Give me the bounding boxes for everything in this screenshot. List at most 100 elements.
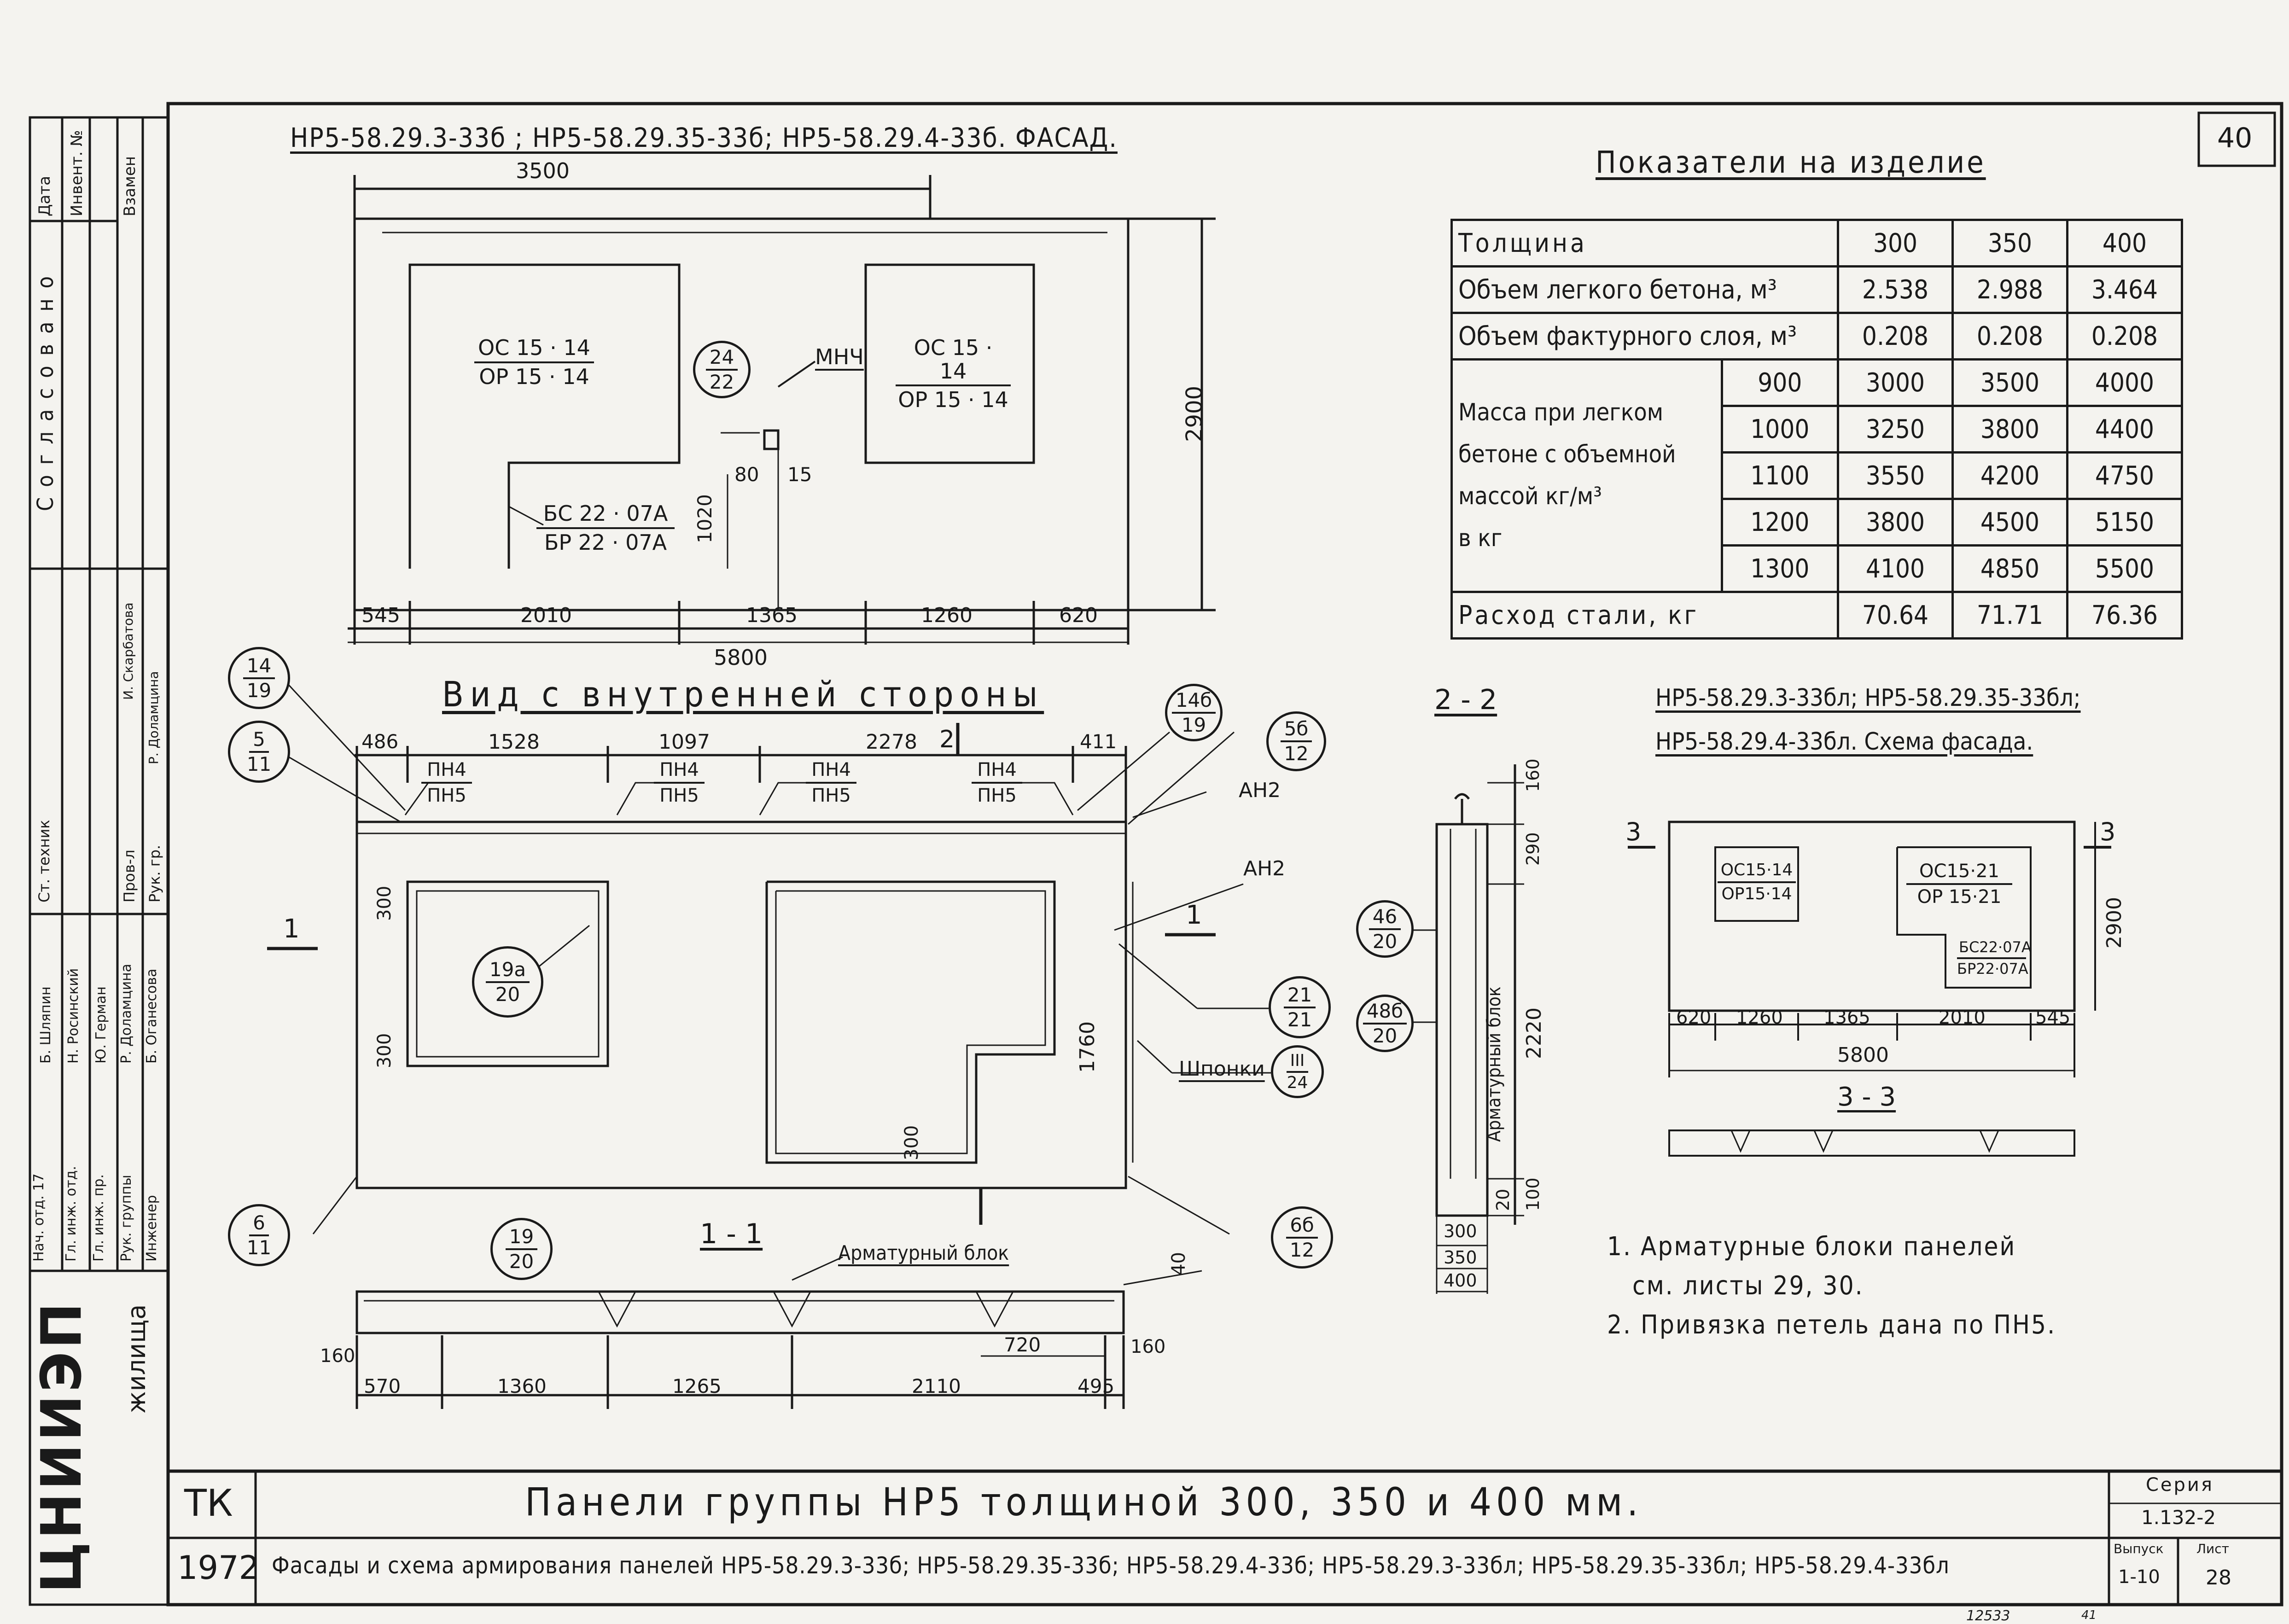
spec-cell: 2.538	[1837, 265, 1954, 314]
section11-dim-570: 570	[364, 1375, 401, 1397]
spec-cell: 0.208	[1837, 312, 1954, 361]
facade-outline	[353, 217, 1130, 611]
section22-thickness-300: 300	[1444, 1221, 1477, 1241]
sheet-number: 40	[2217, 122, 2253, 154]
spec-title: Показатели на изделие	[1596, 145, 1986, 180]
inner-shponki-label: Шпонки	[1179, 1057, 1265, 1081]
sidebar-middle-name-1: И. Скарбатова	[121, 602, 136, 700]
section22-outline	[1435, 823, 1489, 1217]
spec-cell: 0.208	[2066, 312, 2183, 361]
sidebar-name-4: Р. Доламцина	[118, 963, 134, 1064]
scheme-dim-total: 5800	[1837, 1043, 1889, 1067]
spec-density: 1000	[1720, 405, 1840, 454]
section11-dim-720: 720	[1004, 1333, 1041, 1356]
spec-cell: 4400	[2066, 405, 2183, 454]
titleblock-subtitle: Фасады и схема армирования панелей НР5-5…	[272, 1552, 1950, 1579]
section11-dim-1265: 1265	[672, 1375, 722, 1397]
facade-dim-height: 2900	[1182, 385, 1207, 442]
facade-dim-620: 620	[1059, 604, 1098, 627]
titleblock-issue: 1-10	[2118, 1566, 2160, 1588]
inner-an2-mid: АН2	[1243, 857, 1286, 880]
facade-dim-2010: 2010	[520, 604, 572, 627]
spec-cell: 5500	[2066, 544, 2183, 593]
section22-thickness-400: 400	[1444, 1270, 1477, 1291]
scheme-outline	[1668, 821, 2076, 1012]
titleblock-year: 1972	[177, 1549, 260, 1587]
inner-dim-2278: 2278	[866, 730, 917, 754]
spec-cell: 0.208	[1951, 312, 2068, 361]
section22-dim-20: 20	[1493, 1188, 1513, 1211]
spec-cell: 3500	[1951, 358, 2068, 407]
scheme-title-2: НР5-58.29.4-33бл. Схема фасада.	[1655, 728, 2033, 756]
spec-label-volume-facing: Объем фактурного слоя, м³	[1450, 312, 1839, 361]
sidebar-header-inventory: Инвент. №	[68, 130, 86, 216]
spec-row-mass: 1200 3800 4500 5150	[1452, 498, 2183, 547]
scheme-dim-1365: 1365	[1823, 1007, 1870, 1028]
inner-section-1-left: 1	[283, 914, 300, 944]
sidebar-agreed: Согласовано	[33, 266, 58, 511]
spec-row-mass: 1000 3250 3800 4400	[1452, 405, 2183, 454]
sidebar-role-4: Рук. группы	[118, 1175, 134, 1262]
section11-dim-495: 495	[1078, 1375, 1115, 1397]
spec-cell: 300	[1837, 219, 1954, 268]
section11-dim-2110: 2110	[912, 1375, 961, 1397]
spec-label-thickness: Толщина	[1450, 219, 1839, 268]
scheme-title-1: НР5-58.29.3-33бл; НР5-58.29.35-33бл;	[1655, 684, 2081, 712]
spec-cell: 76.36	[2066, 591, 2183, 640]
spec-cell: 350	[1951, 219, 2068, 268]
section22-dim-160: 160	[1523, 758, 1543, 792]
facade-dim-80: 80	[734, 463, 759, 486]
spec-cell: 3800	[1837, 498, 1954, 547]
spec-cell: 3550	[1837, 451, 1954, 500]
spec-label-volume-light: Объем легкого бетона, м³	[1450, 265, 1839, 314]
sidebar-role-2: Гл. инж. отд.	[63, 1166, 79, 1262]
section11-dim-40: 40	[1168, 1252, 1189, 1275]
stamp-number: 12533	[1966, 1608, 2010, 1624]
spec-cell: 4500	[1951, 498, 2068, 547]
spec-cell: 3000	[1837, 358, 1954, 407]
sidebar-name-1: Б. Шляпин	[38, 986, 54, 1064]
facade-dim-top: 3500	[516, 158, 570, 183]
sidebar-header-replaces: Взамен	[121, 156, 139, 216]
spec-cell: 4000	[2066, 358, 2183, 407]
titleblock-series-label: Серия	[2146, 1474, 2214, 1496]
section11-outline	[355, 1290, 1125, 1334]
scheme-section-3-left: 3	[1625, 817, 1642, 846]
spec-cell: 4200	[1951, 451, 2068, 500]
spec-cell: 4750	[2066, 451, 2183, 500]
sidebar-middle-name-2: Р. Доламцина	[146, 671, 161, 764]
facade-mnch-label: МНЧ	[815, 344, 864, 369]
section22-title: 2 - 2	[1434, 684, 1497, 716]
facade-dim-1020: 1020	[693, 494, 716, 543]
spec-cell: 4100	[1837, 544, 1954, 593]
sidebar-middle-2: Пров-л	[121, 850, 138, 902]
sidebar-frame	[29, 116, 169, 1606]
inner-dim-1097: 1097	[658, 730, 710, 754]
section11-dim-1360: 1360	[497, 1375, 547, 1397]
sidebar-name-2: Н. Росинский	[65, 968, 82, 1064]
spec-cell: 5150	[2066, 498, 2183, 547]
section11-armblock: Арматурный блок	[838, 1241, 1009, 1265]
spec-cell: 3.464	[2066, 265, 2183, 314]
facade-dim-total: 5800	[714, 645, 768, 670]
sidebar-middle-3: Рук. гр.	[146, 844, 163, 902]
note-1: 1. Арматурные блоки панелей	[1607, 1232, 2016, 1262]
sidebar-name-3: Ю. Герман	[93, 986, 109, 1064]
inner-section-1-right: 1	[1186, 900, 1202, 930]
spec-cell: 3800	[1951, 405, 2068, 454]
inner-dim-411: 411	[1080, 730, 1117, 753]
